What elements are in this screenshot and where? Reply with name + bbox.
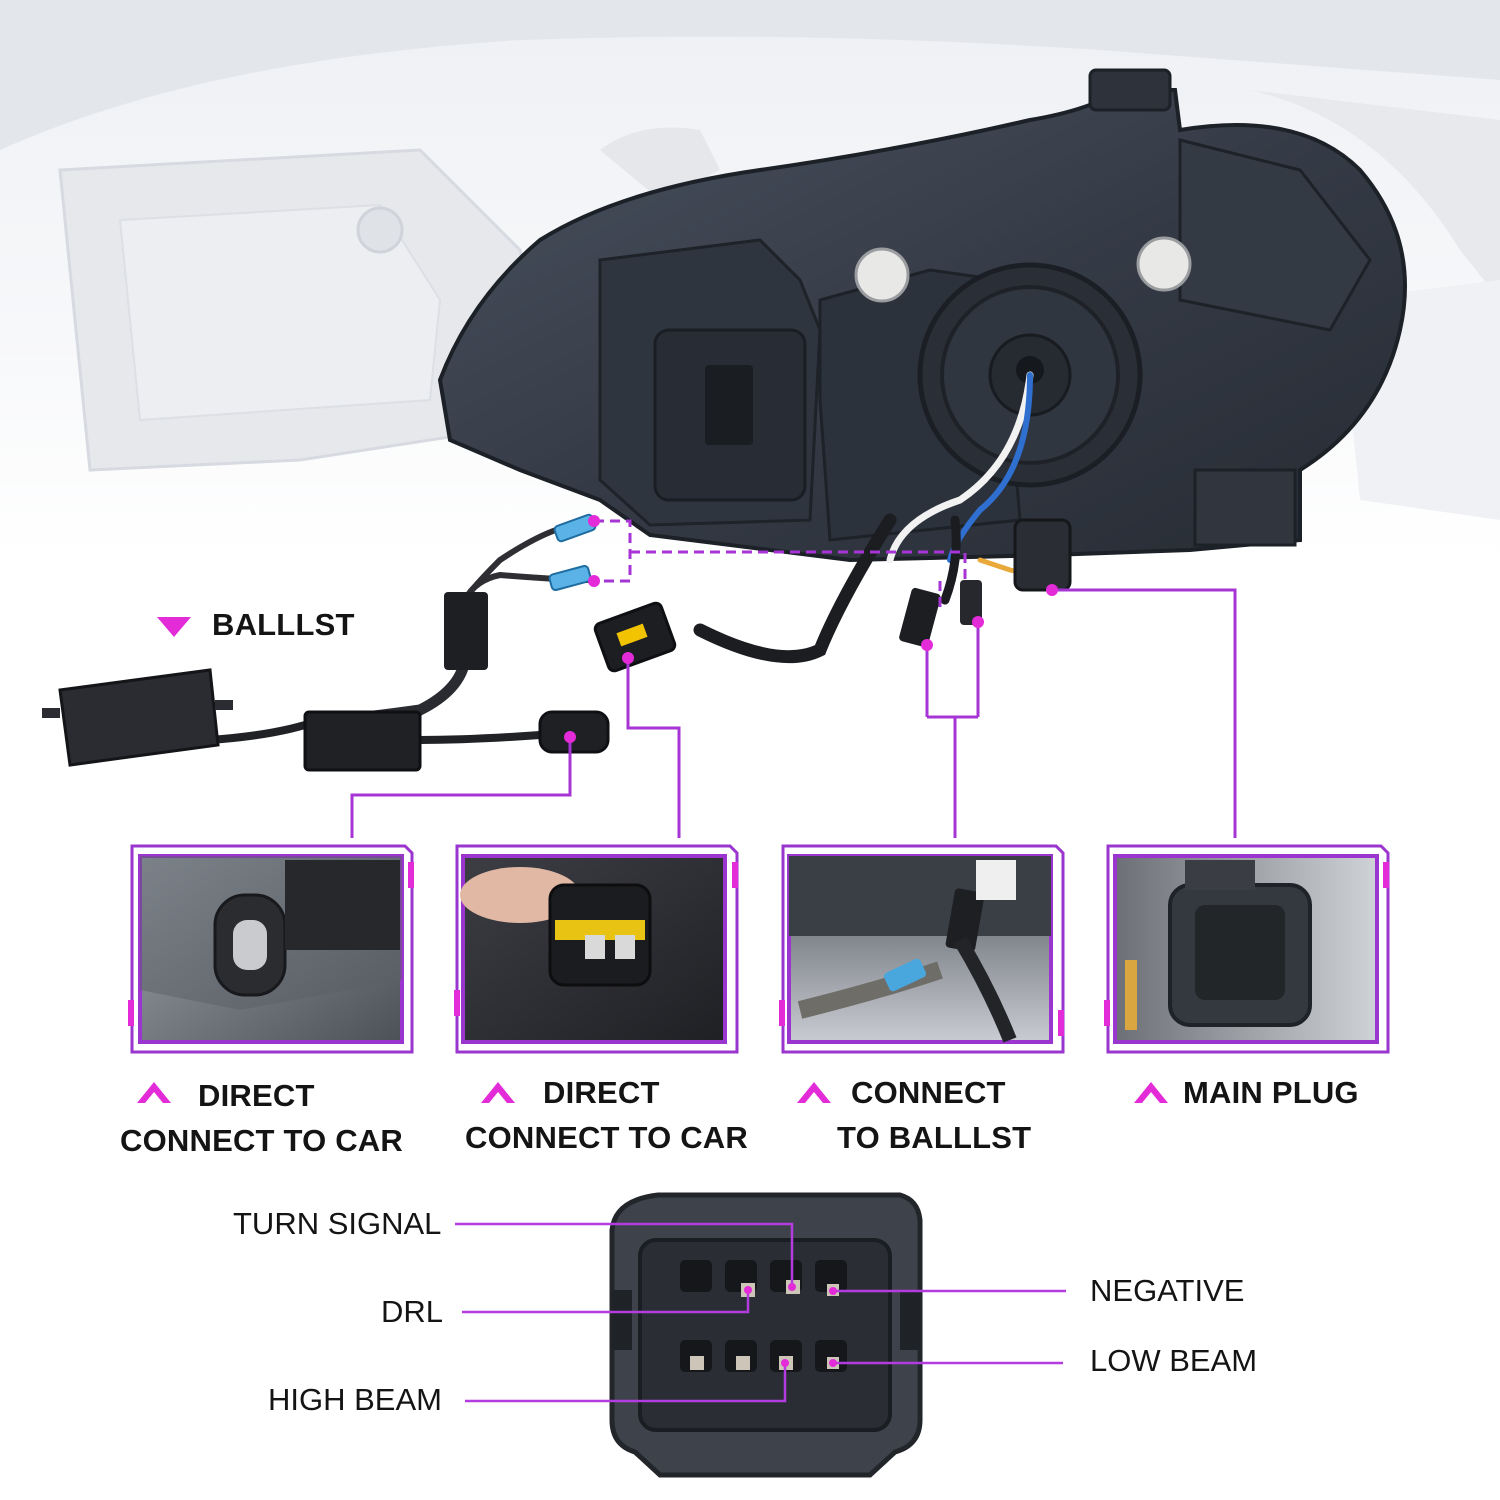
direct-connect-label-2-line1: DIRECT <box>543 1075 660 1110</box>
caret-up-icon <box>481 1082 515 1103</box>
leader-dot <box>921 639 933 651</box>
caret-up-icon <box>1134 1082 1168 1103</box>
leader-dot <box>744 1286 752 1294</box>
main-plug-closeup <box>609 1192 923 1478</box>
leader-line-dots <box>564 515 1058 743</box>
caret-icons <box>137 617 1168 1103</box>
leader-dot <box>788 1283 796 1291</box>
pin-label-high-beam: HIGH BEAM <box>268 1382 442 1417</box>
headlight-housing <box>437 68 1407 563</box>
pin-label-turn-signal: TURN SIGNAL <box>233 1206 442 1241</box>
photo-frame-main-plug <box>1104 844 1390 1054</box>
leader-dot <box>588 515 600 527</box>
direct-connect-label-2-line2: CONNECT TO CAR <box>465 1120 748 1155</box>
connectors <box>42 513 1072 772</box>
pinout-dots <box>744 1283 837 1367</box>
leader-dot <box>829 1287 837 1295</box>
leader-dot <box>564 731 576 743</box>
direct-connect-label-1: DIRECT CONNECT TO CAR <box>120 1073 410 1163</box>
connect-ballast-label-line2: TO BALLLST <box>837 1120 1032 1155</box>
leader-dot <box>972 616 984 628</box>
ballast-label: BALLLST <box>212 602 355 647</box>
direct-connect-label-2: DIRECT CONNECT TO CAR <box>465 1070 755 1160</box>
leader-dot <box>622 652 634 664</box>
pin-label-negative: NEGATIVE <box>1090 1273 1245 1308</box>
pin-label-low-beam: LOW BEAM <box>1090 1343 1258 1378</box>
main-plug-label-text: MAIN PLUG <box>1183 1075 1359 1110</box>
pin-1 <box>690 1356 704 1370</box>
pinout-leader-lines <box>455 1222 1066 1403</box>
pin-label-drl: DRL <box>381 1294 444 1329</box>
photo-frame-ballast-plug <box>128 844 414 1054</box>
photo-frame-yellow-plug <box>454 844 739 1054</box>
connect-ballast-label-line1: CONNECT <box>851 1075 1006 1110</box>
connect-ballast-label: CONNECT TO BALLLST <box>837 1070 1047 1160</box>
pin-2 <box>736 1356 750 1370</box>
photo-frame-ballast-connector <box>779 844 1065 1054</box>
leader-dot <box>588 575 600 587</box>
leader-dot <box>781 1359 789 1367</box>
direct-connect-label-1-line1: DIRECT <box>198 1078 315 1113</box>
main-plug-label: MAIN PLUG <box>1183 1070 1359 1115</box>
leader-dot <box>829 1359 837 1367</box>
leader-dot <box>1046 584 1058 596</box>
direct-connect-label-1-line2: CONNECT TO CAR <box>120 1123 403 1158</box>
leader-lines <box>350 519 1237 838</box>
ballast-label-text: BALLLST <box>212 607 355 642</box>
caret-up-icon <box>797 1082 831 1103</box>
caret-down-icon <box>157 617 191 637</box>
caret-up-icon <box>137 1082 171 1103</box>
